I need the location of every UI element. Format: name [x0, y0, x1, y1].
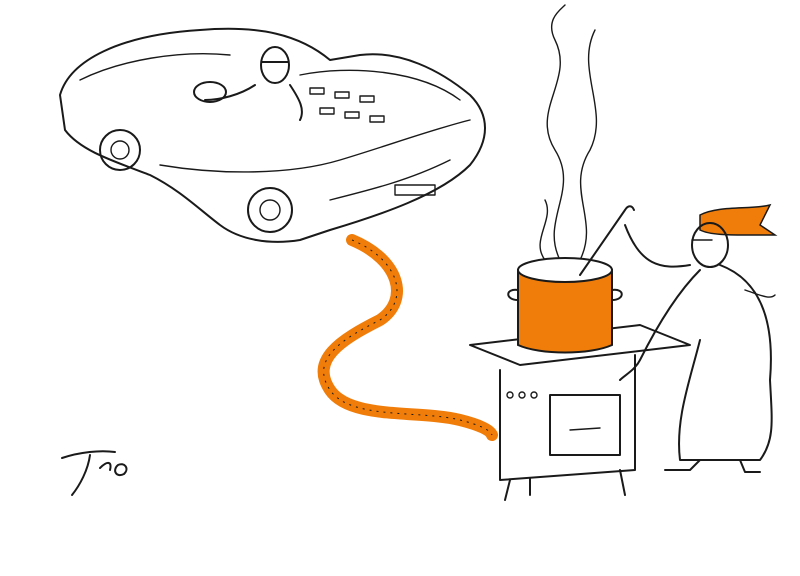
steam	[539, 4, 598, 261]
car-wheel-front	[99, 129, 141, 171]
artist-signature	[61, 450, 128, 496]
car-wheel-rear	[247, 187, 293, 233]
car-vents	[309, 87, 436, 196]
convertible-car	[59, 27, 486, 243]
exhaust-hose	[317, 234, 498, 441]
cooking-pot	[507, 257, 623, 354]
driver	[193, 46, 303, 121]
woman-cook	[619, 203, 778, 473]
ladle	[579, 205, 635, 276]
